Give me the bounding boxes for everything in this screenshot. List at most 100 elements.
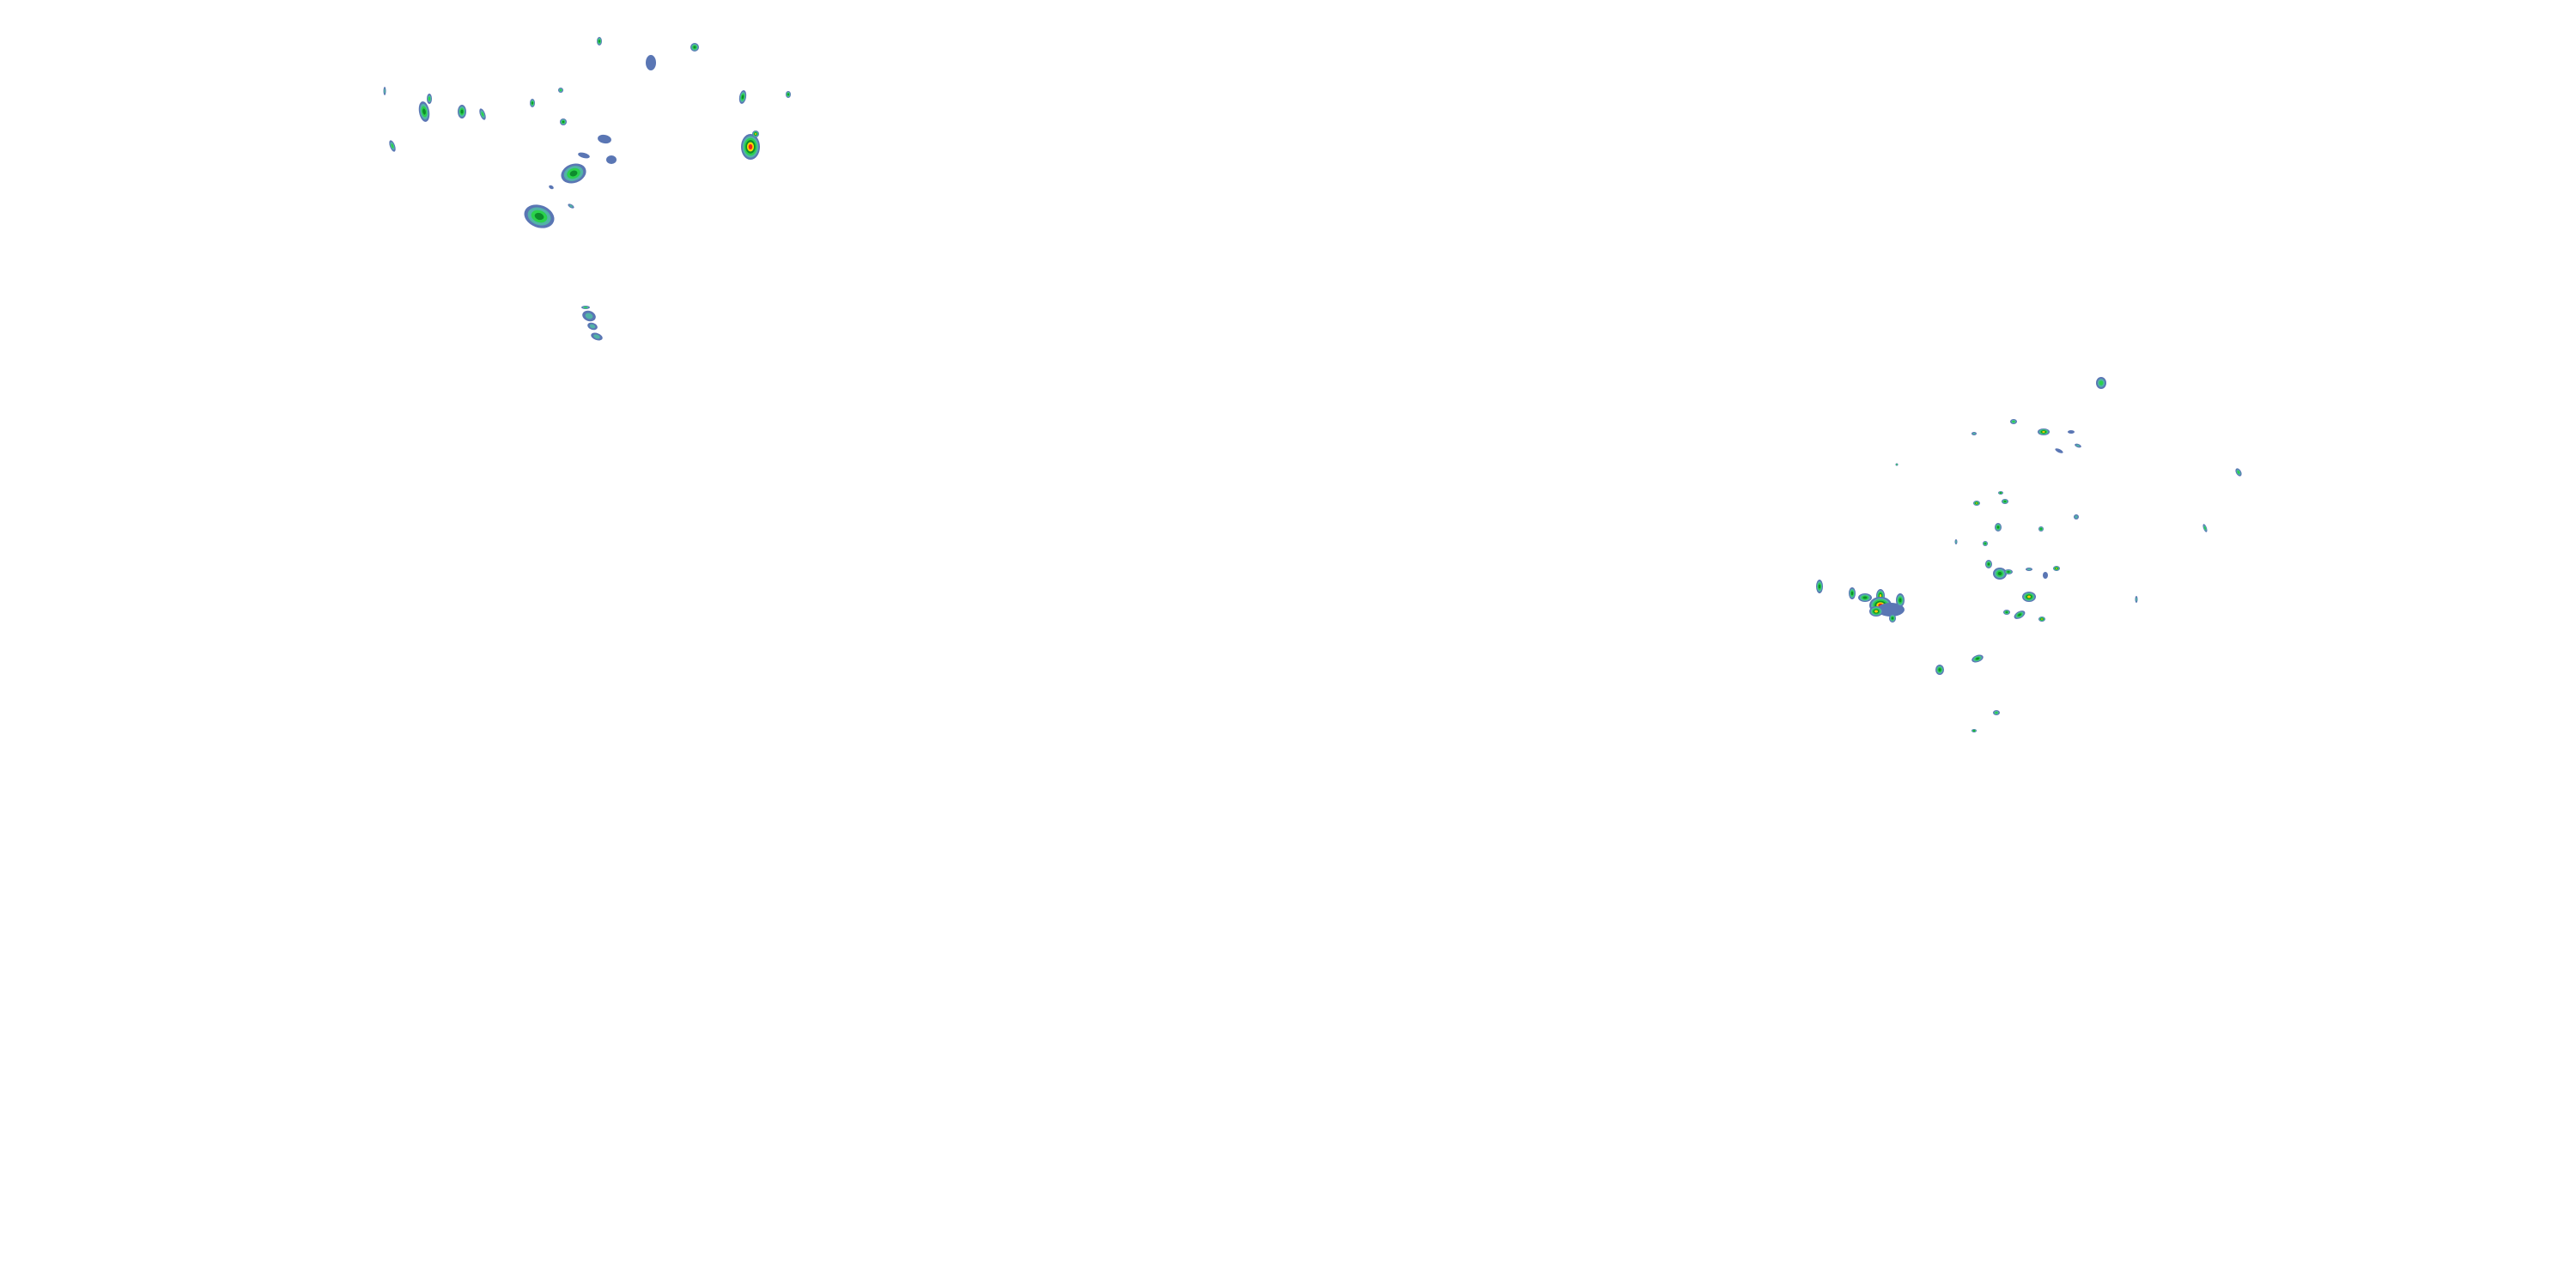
radar-echo-cell — [2053, 566, 2060, 571]
echo-intensity-layer — [2026, 568, 2032, 571]
radar-echo-cell — [786, 91, 791, 98]
echo-intensity-layer — [2018, 613, 2021, 617]
echo-intensity-layer — [1955, 540, 1957, 544]
echo-intensity-layer — [1973, 730, 1975, 732]
radar-echo-cell — [1816, 580, 1823, 593]
echo-intensity-layer — [2099, 380, 2104, 386]
radar-echo-cell — [578, 152, 590, 159]
echo-intensity-layer — [2043, 572, 2048, 579]
radar-echo-cell — [1971, 654, 1984, 663]
echo-intensity-layer — [422, 108, 426, 115]
radar-echo-cell — [2068, 430, 2075, 434]
radar-echo-cell — [560, 118, 567, 125]
radar-echo-cell — [1971, 729, 1977, 732]
echo-intensity-layer — [598, 134, 611, 144]
radar-echo-cell — [2135, 596, 2138, 603]
echo-intensity-layer — [598, 39, 600, 43]
radar-echo-cell — [2014, 611, 2026, 619]
radar-echo-cell — [2038, 428, 2050, 435]
radar-echo-cell — [2022, 592, 2036, 602]
echo-intensity-layer — [1938, 668, 1941, 671]
radar-echo-cell — [1877, 603, 1905, 617]
echo-intensity-layer — [481, 112, 484, 117]
echo-intensity-layer — [2007, 571, 2010, 573]
echo-intensity-layer — [741, 94, 744, 100]
echo-intensity-layer — [1987, 562, 1990, 566]
radar-echo-cell — [2004, 569, 2013, 574]
radar-echo-cell — [1849, 587, 1856, 599]
radar-echo-cell — [389, 140, 396, 152]
radar-echo-cell — [738, 90, 747, 104]
echo-intensity-layer — [748, 143, 753, 150]
echo-intensity-layer — [1818, 584, 1821, 589]
radar-echo-cell — [427, 94, 432, 104]
echo-intensity-layer — [585, 313, 593, 319]
echo-intensity-layer — [2041, 618, 2043, 620]
radar-echo-cell — [524, 204, 555, 228]
echo-intensity-layer — [569, 170, 578, 177]
echo-intensity-layer — [1984, 543, 1986, 544]
echo-intensity-layer — [2005, 611, 2008, 613]
echo-intensity-layer — [568, 204, 574, 208]
radar-echo-cell — [1995, 523, 2002, 532]
echo-intensity-layer — [1850, 591, 1854, 596]
radar-echo-cell — [418, 101, 430, 122]
echo-intensity-layer — [2203, 526, 2207, 530]
radar-echo-cell — [741, 134, 760, 160]
radar-echo-cell — [606, 155, 617, 164]
echo-intensity-layer — [391, 143, 394, 149]
radar-echo-cell — [1993, 568, 2007, 580]
radar-echo-cell — [2055, 448, 2063, 453]
radar-echo-cell — [2202, 524, 2208, 532]
echo-intensity-layer — [2042, 431, 2045, 433]
echo-intensity-layer — [2056, 568, 2057, 569]
echo-intensity-layer — [2075, 444, 2081, 447]
radar-echo-cell — [1889, 614, 1896, 623]
echo-intensity-layer — [2003, 501, 2007, 502]
radar-echo-cell — [2074, 514, 2079, 519]
echo-intensity-layer — [562, 120, 565, 124]
echo-intensity-layer — [2068, 430, 2075, 434]
echo-intensity-layer — [549, 185, 554, 190]
radar-echo-cell — [597, 37, 602, 46]
radar-echo-cell — [2026, 568, 2032, 571]
echo-intensity-layer — [428, 96, 431, 101]
radar-echo-cell — [752, 131, 759, 137]
radar-echo-cell — [458, 105, 466, 118]
radar-echo-cell — [1983, 541, 1988, 546]
echo-intensity-layer — [2075, 515, 2078, 519]
radar-echo-cell — [1869, 606, 1883, 617]
radar-echo-cell — [1998, 491, 2003, 495]
echo-intensity-layer — [606, 155, 617, 164]
radar-echo-cell — [1858, 593, 1872, 602]
radar-echo-cell — [383, 87, 386, 95]
echo-intensity-layer — [584, 307, 587, 308]
echo-intensity-layer — [2012, 420, 2015, 423]
echo-intensity-layer — [589, 324, 596, 329]
echo-intensity-layer — [755, 133, 756, 135]
echo-intensity-layer — [1995, 711, 1998, 714]
echo-intensity-layer — [1891, 617, 1894, 620]
echo-intensity-layer — [2000, 492, 2002, 494]
echo-intensity-layer — [460, 109, 464, 114]
echo-intensity-layer — [1862, 596, 1868, 599]
echo-intensity-layer — [2040, 528, 2042, 530]
echo-intensity-layer — [593, 334, 600, 339]
radar-echo-cell — [2038, 526, 2044, 532]
echo-intensity-layer — [646, 55, 656, 70]
echo-intensity-layer — [384, 88, 386, 94]
echo-intensity-layer — [1996, 526, 2000, 529]
radar-echo-cell — [1985, 560, 1992, 568]
echo-intensity-layer — [2027, 595, 2031, 598]
echo-intensity-layer — [1975, 657, 1980, 660]
echo-intensity-layer — [1896, 464, 1898, 465]
radar-echo-cell — [549, 185, 554, 190]
radar-echo-cell — [1954, 539, 1958, 544]
radar-echo-cell — [1895, 463, 1899, 466]
echo-intensity-layer — [1877, 603, 1905, 617]
radar-echo-cell — [2038, 617, 2045, 622]
radar-echo-cell — [581, 306, 590, 309]
echo-intensity-layer — [1972, 432, 1976, 435]
radar-echo-cell — [561, 163, 586, 184]
